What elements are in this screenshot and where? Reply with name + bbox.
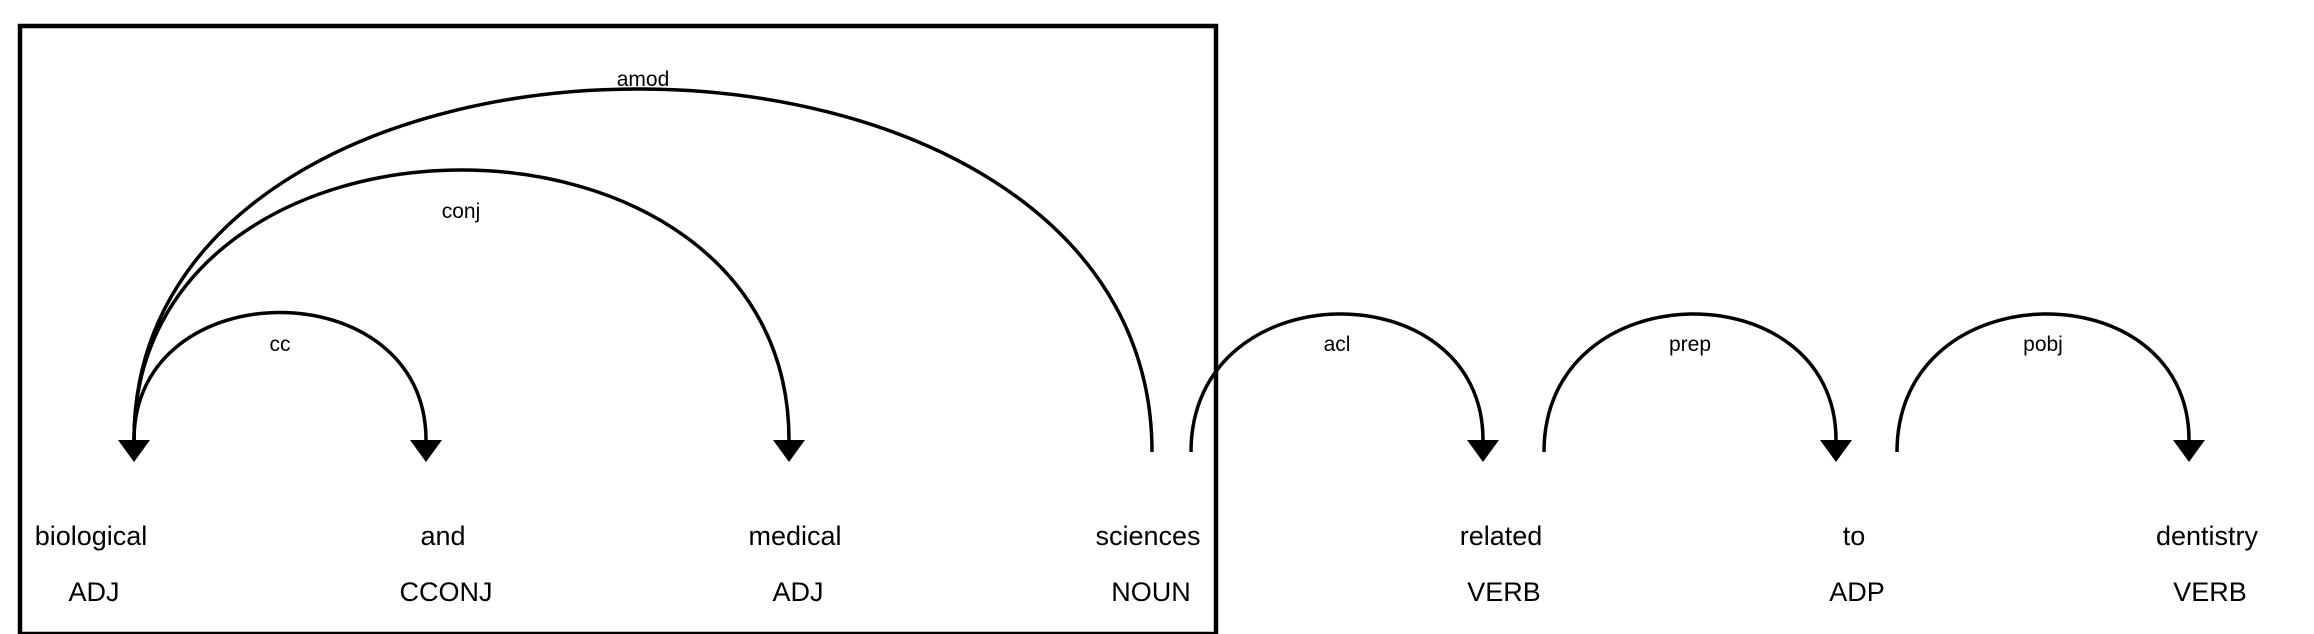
- arc-label-prep: prep: [1669, 333, 1711, 356]
- arc-cc: cc: [132, 310, 442, 462]
- token-to: to ADP: [1829, 521, 1885, 607]
- token-and: and CCONJ: [400, 521, 493, 607]
- token-word: biological: [35, 521, 148, 551]
- token-tag: CCONJ: [400, 577, 493, 607]
- token-word: sciences: [1095, 521, 1200, 551]
- token-word: and: [420, 521, 465, 551]
- token-tag: VERB: [2173, 577, 2247, 607]
- token-medical: medical ADJ: [748, 521, 841, 607]
- token-word: related: [1460, 521, 1543, 551]
- arc-label-cc: cc: [270, 333, 291, 356]
- arc-acl: acl: [1189, 312, 1499, 462]
- arc-label-pobj: pobj: [2023, 333, 2063, 356]
- token-tag: NOUN: [1111, 577, 1191, 607]
- token-biological: biological ADJ: [35, 521, 148, 607]
- token-sciences: sciences NOUN: [1095, 521, 1200, 607]
- token-related: related VERB: [1460, 521, 1543, 607]
- token-tag: ADP: [1829, 577, 1885, 607]
- arc-label-conj: conj: [442, 200, 481, 223]
- token-word: to: [1843, 521, 1866, 551]
- token-word: medical: [748, 521, 841, 551]
- arc-prep: prep: [1542, 312, 1852, 462]
- token-tag: VERB: [1467, 577, 1541, 607]
- highlight-box: [17, 23, 1219, 634]
- arc-conj: conj: [132, 168, 805, 462]
- arc-label-acl: acl: [1324, 333, 1351, 356]
- token-dentistry: dentistry VERB: [2156, 521, 2259, 607]
- token-word: dentistry: [2156, 521, 2259, 551]
- arc-pobj: pobj: [1895, 312, 2205, 462]
- arc-label-amod: amod: [617, 68, 670, 91]
- arc-amod: amod: [118, 68, 1154, 462]
- token-tag: ADJ: [772, 577, 823, 607]
- token-tag: ADJ: [68, 577, 119, 607]
